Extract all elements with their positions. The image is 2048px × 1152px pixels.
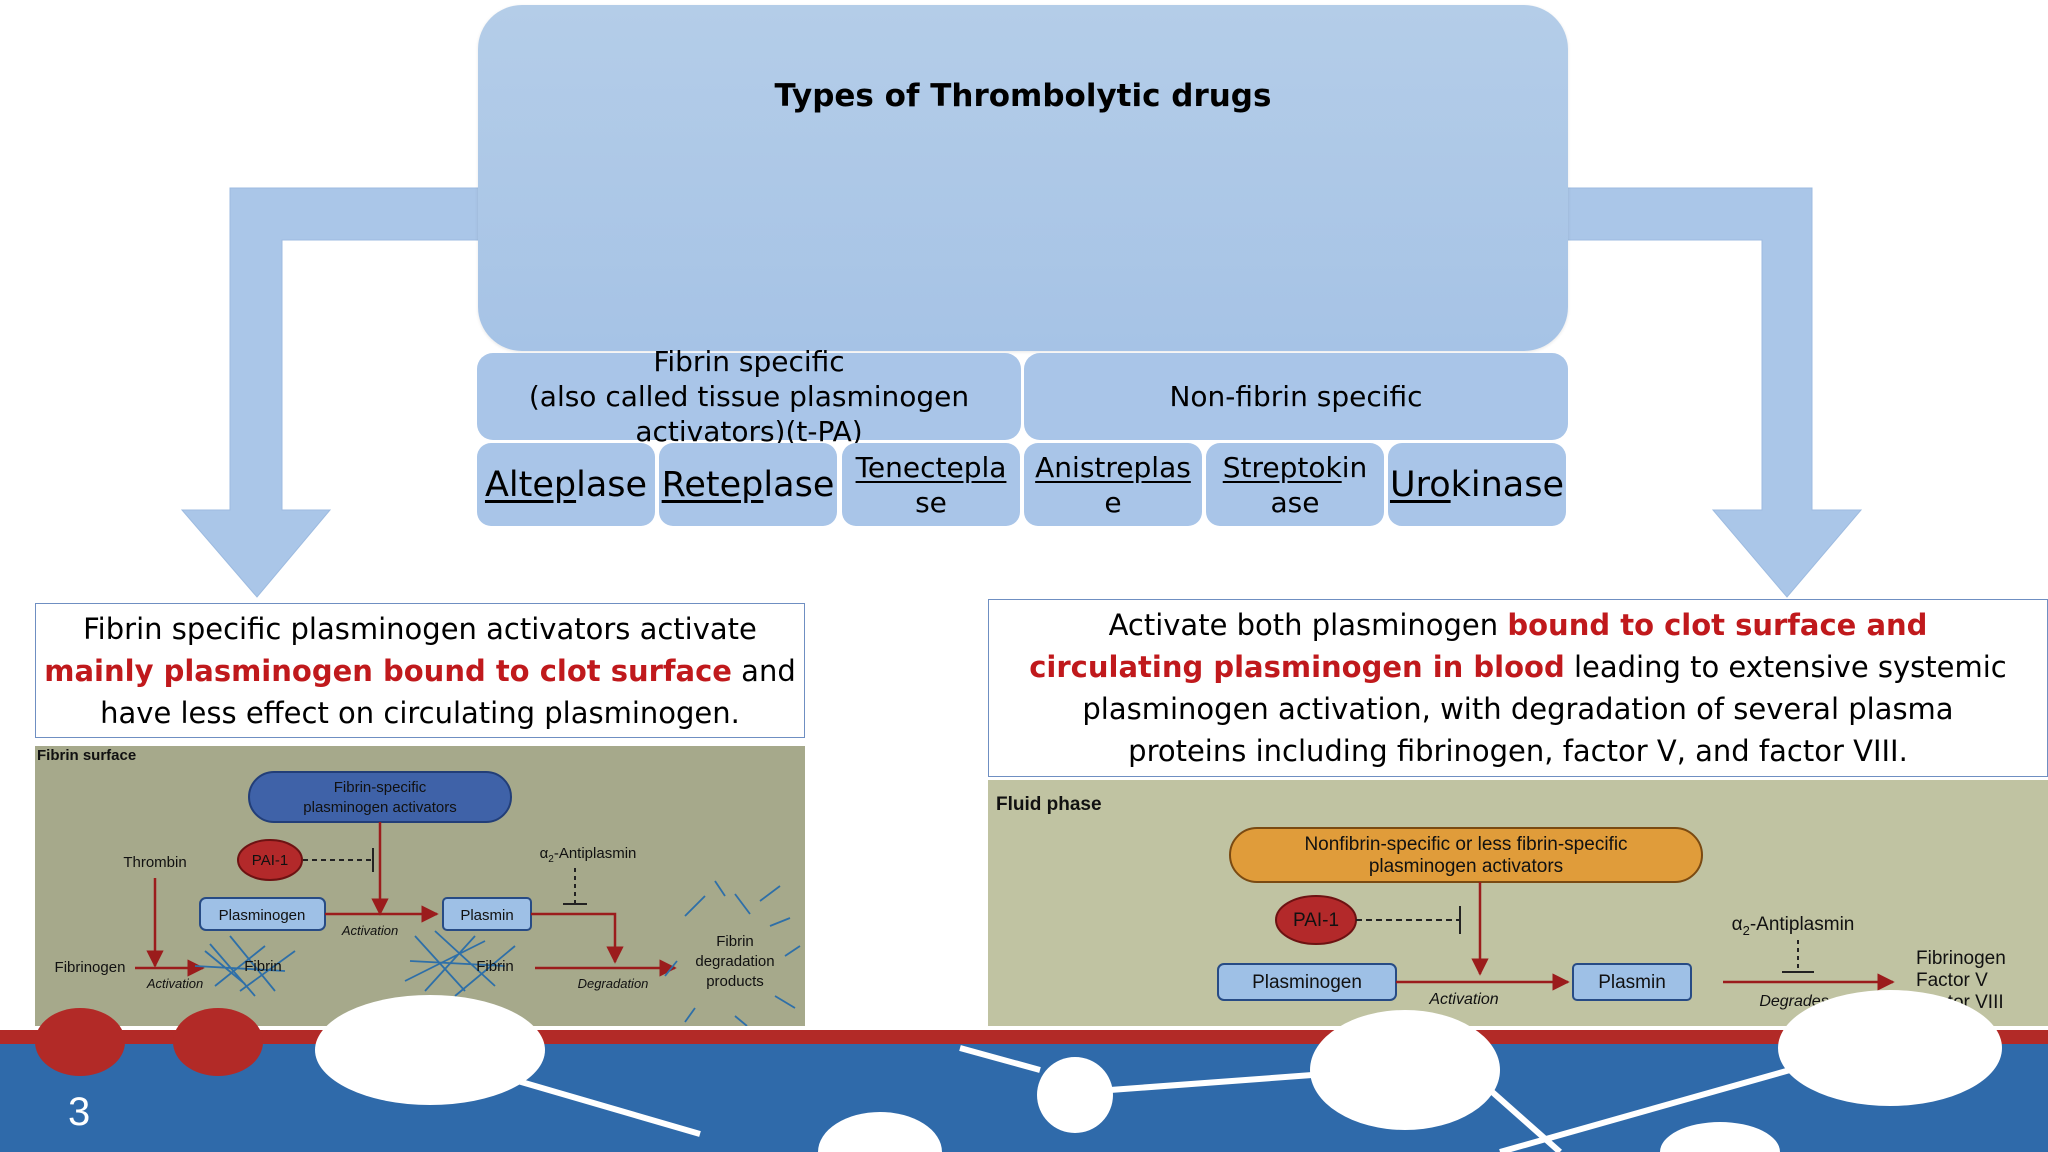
fibrin-surface-diagram: Fibrin surface Fibrin-specific plasminog…	[35, 746, 805, 1027]
svg-text:Plasminogen: Plasminogen	[1252, 972, 1362, 993]
fluid-phase-label: Fluid phase	[996, 794, 1102, 815]
svg-text:Factor V: Factor V	[1916, 970, 1988, 991]
svg-text:plasminogen activators: plasminogen activators	[1369, 856, 1563, 877]
fibrin-specific-note: Fibrin specific plasminogen activators a…	[35, 603, 805, 738]
drug-streptokinase[interactable]: Streptokin ase	[1206, 443, 1384, 526]
svg-text:Degradation: Degradation	[578, 976, 649, 991]
plasmin-node	[1572, 963, 1692, 1001]
svg-text:plasminogen activators: plasminogen activators	[303, 799, 456, 816]
svg-text:products: products	[706, 973, 764, 990]
svg-text:Plasmin: Plasmin	[1598, 972, 1666, 993]
non-fibrin-specific-note: Activate both plasminogen bound to clot …	[988, 599, 2048, 777]
fibrin-mesh-1	[194, 935, 296, 997]
non-fibrin-specific-box: Non-fibrin specific	[1024, 353, 1568, 440]
svg-text:Fibrinogen: Fibrinogen	[1916, 948, 2006, 969]
svg-text:degradation: degradation	[695, 953, 774, 970]
pai-1-node	[237, 839, 303, 881]
svg-text:α2-Antiplasmin: α2-Antiplasmin	[1732, 914, 1855, 938]
fibrin-specific-box: Fibrin specific (also called tissue plas…	[477, 345, 1021, 448]
drug-urokinase[interactable]: Urokinase	[1388, 443, 1566, 526]
drug-reteplase[interactable]: Reteplase	[659, 443, 837, 526]
fibrin-surface-label: Fibrin surface	[37, 747, 136, 764]
svg-text:Fibrin: Fibrin	[244, 958, 282, 975]
right-arrow	[1565, 187, 1863, 598]
svg-text:Fibrin: Fibrin	[476, 958, 514, 975]
svg-text:Fibrinogen: Fibrinogen	[55, 959, 126, 976]
footer-decoration	[0, 990, 2048, 1152]
drug-anistreplase[interactable]: Anistreplas e	[1024, 443, 1202, 526]
svg-text:Plasminogen: Plasminogen	[219, 907, 306, 924]
svg-text:Activation: Activation	[146, 976, 203, 991]
svg-text:Fibrin-specific: Fibrin-specific	[334, 779, 427, 796]
slide-number: 3	[68, 1090, 91, 1134]
svg-text:Degrades: Degrades	[1759, 993, 1828, 1010]
fluid-phase-diagram: Fluid phase Nonfibrin-specific or less f…	[988, 780, 2048, 1026]
nonfibrin-activators-pill	[1229, 827, 1703, 883]
svg-text:PAI-1: PAI-1	[1293, 910, 1339, 931]
svg-text:Plasmin: Plasmin	[460, 907, 513, 924]
svg-text:α2-Antiplasmin: α2-Antiplasmin	[540, 845, 637, 865]
svg-text:Nonfibrin-specific or less fib: Nonfibrin-specific or less fibrin-specif…	[1304, 834, 1627, 855]
title-box: Types of Thrombolytic drugs	[478, 5, 1568, 351]
fibrin-fragments	[664, 880, 801, 1027]
drug-tenecteplase[interactable]: Tenectepla se	[842, 443, 1020, 526]
svg-text:Thrombin: Thrombin	[123, 854, 186, 871]
connector-arrows	[180, 187, 1863, 598]
fibrin-mesh-2	[404, 930, 516, 997]
svg-text:Activation: Activation	[1428, 991, 1498, 1008]
svg-text:Fibrin: Fibrin	[716, 933, 754, 950]
diagram-title: Types of Thrombolytic drugs	[774, 78, 1272, 114]
drug-alteplase[interactable]: Alteplase	[477, 443, 655, 526]
svg-text:Activation: Activation	[341, 923, 398, 938]
svg-text:PAI-1: PAI-1	[252, 852, 288, 869]
left-arrow	[180, 187, 481, 598]
